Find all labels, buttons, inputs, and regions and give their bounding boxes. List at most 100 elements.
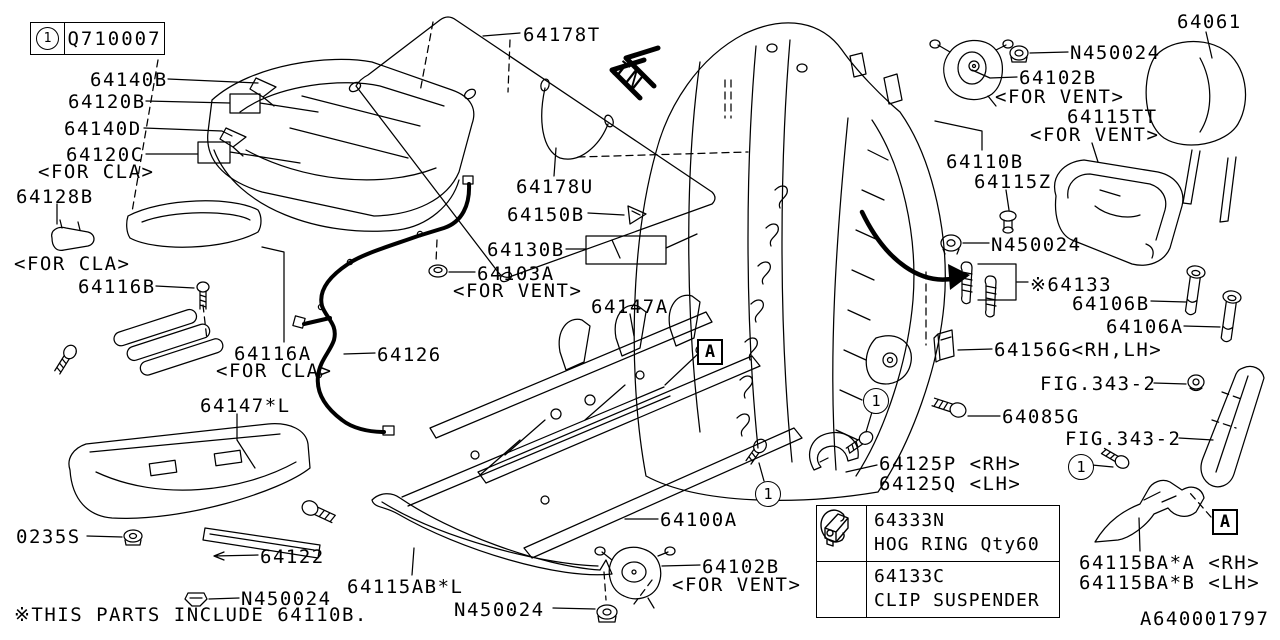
nut-n450024-midright [940,234,962,255]
label-n450024: N450024 [454,599,545,621]
nut-n450024-topright [1009,45,1029,63]
pin-64115z [999,210,1017,234]
construction-lines [131,21,1245,605]
label-64115ba-a-rh: 64115BA*A <RH> [1079,552,1261,574]
reference-code: Q710007 [67,27,162,50]
label-64100a: 64100A [660,509,738,531]
springs-64133 [960,261,1017,318]
label-for-vent: <FOR VENT> [672,574,802,596]
label-64140d: 64140D [64,118,142,140]
label-64178u: 64178U [516,176,594,198]
in-direction-arrow [609,45,661,101]
label-64126: 64126 [377,344,442,366]
callout-box-64130b [585,233,698,265]
shield-64147l [68,423,336,524]
label-64120c: 64120C [66,144,144,166]
label-for-cla: <FOR CLA> [38,161,155,183]
reference-callout-cell: 1 [31,23,65,54]
flag-64150b [627,205,647,225]
label-64116a: 64116A [234,343,312,365]
document-number: A640001797 [1140,608,1270,630]
grommet-fig343 [1187,374,1205,392]
label-64133: ※64133 [1030,274,1113,296]
label-for-vent: <FOR VENT> [453,280,583,302]
screw-64116b [196,281,210,310]
pad-64116a [113,200,262,376]
label-n450024: N450024 [241,588,332,610]
label-fig-343-2: FIG.343-2 [1065,428,1182,450]
side-shield-fig343 [1200,365,1265,488]
strip-64122 [202,527,321,559]
label-64102b: 64102B [1019,67,1097,89]
pin-64106b [1184,265,1206,316]
legend-icon-cell-2 [817,513,867,617]
label-fig-343-2: FIG.343-2 [1040,373,1157,395]
headrest-64061 [1145,40,1247,223]
label-64120b: 64120B [68,91,146,113]
section-marker-a-0: A [697,339,723,365]
bracket-64115ba [1094,479,1205,543]
label-64115ba-b-lh: 64115BA*B <LH> [1079,572,1261,594]
label-64085g: 64085G [1002,406,1080,428]
label-64156g-rh-lh: 64156G<RH,LH> [994,339,1163,361]
seat-back-64110 [633,22,946,501]
seat-cushion-64120 [207,58,475,232]
callout-marker-1-1: 1 [755,481,781,507]
label-64102b: 64102B [702,556,780,578]
label-n450024: N450024 [1070,42,1161,64]
label-64110b: 64110B [946,151,1024,173]
label-64140b: 64140B [90,69,168,91]
label-for-cla: <FOR CLA> [14,253,131,275]
label-64125q-lh: 64125Q <LH> [879,473,1022,495]
seat-frame-64100a [401,294,803,559]
screw-left [54,344,77,375]
label-64147-l: 64147*L [200,395,291,417]
section-marker-a-1: A [1212,509,1238,535]
legend-desc-1: HOG RING Qty60 [874,534,1040,555]
label-64106a: 64106A [1106,316,1184,338]
label-64150b: 64150B [507,204,585,226]
label-64061: 64061 [1177,11,1242,33]
screw-64085g [931,397,967,418]
screw-circled1-c [1100,447,1130,469]
vent-motor-bottom-64102b [594,546,676,609]
leader-lines [56,31,1221,610]
floor-mat-64178t [348,16,716,283]
legend-part-1: 64333N [874,510,946,531]
label-64147a: 64147A [591,296,669,318]
label-for-cla: <FOR CLA> [216,360,333,382]
label-64122: 64122 [260,546,325,568]
label-64125p-rh: 64125P <RH> [879,453,1022,475]
grommet-64103a [428,264,448,278]
reference-box: 1 Q710007 [30,22,165,55]
clip-64156g [933,329,955,363]
legend-row-1: 64333N HOG RING Qty60 [867,506,1059,562]
callout-marker-1-0: 1 [863,388,889,414]
bolt-circled1-a [845,431,874,454]
label-64115tt: 64115TT [1067,106,1158,128]
clip-n450024-left [184,592,208,607]
label-for-vent: <FOR VENT> [1030,124,1160,146]
vent-motor-top-64102b [929,39,1014,107]
label-64103a: 64103A [477,263,555,285]
label-64115z: 64115Z [974,171,1052,193]
screw-circled1-b [745,438,767,465]
legend-part-2: 64133C [874,565,946,587]
callout-1-badge: 1 [36,27,59,50]
bracket-64128b [51,219,95,252]
pin-64106a [1220,290,1242,343]
nut-n450024-bottom [596,604,618,623]
label-64130b: 64130B [487,239,565,261]
label-64115ab-l: 64115AB*L [347,576,464,598]
label-64128b: 64128B [16,186,94,208]
spring-pointer-arrow [859,209,970,290]
legend-desc-2: CLIP SUSPENDER [874,589,1040,611]
headrest-trim-64115tt [1054,159,1184,266]
clamp-64125 [809,431,859,471]
